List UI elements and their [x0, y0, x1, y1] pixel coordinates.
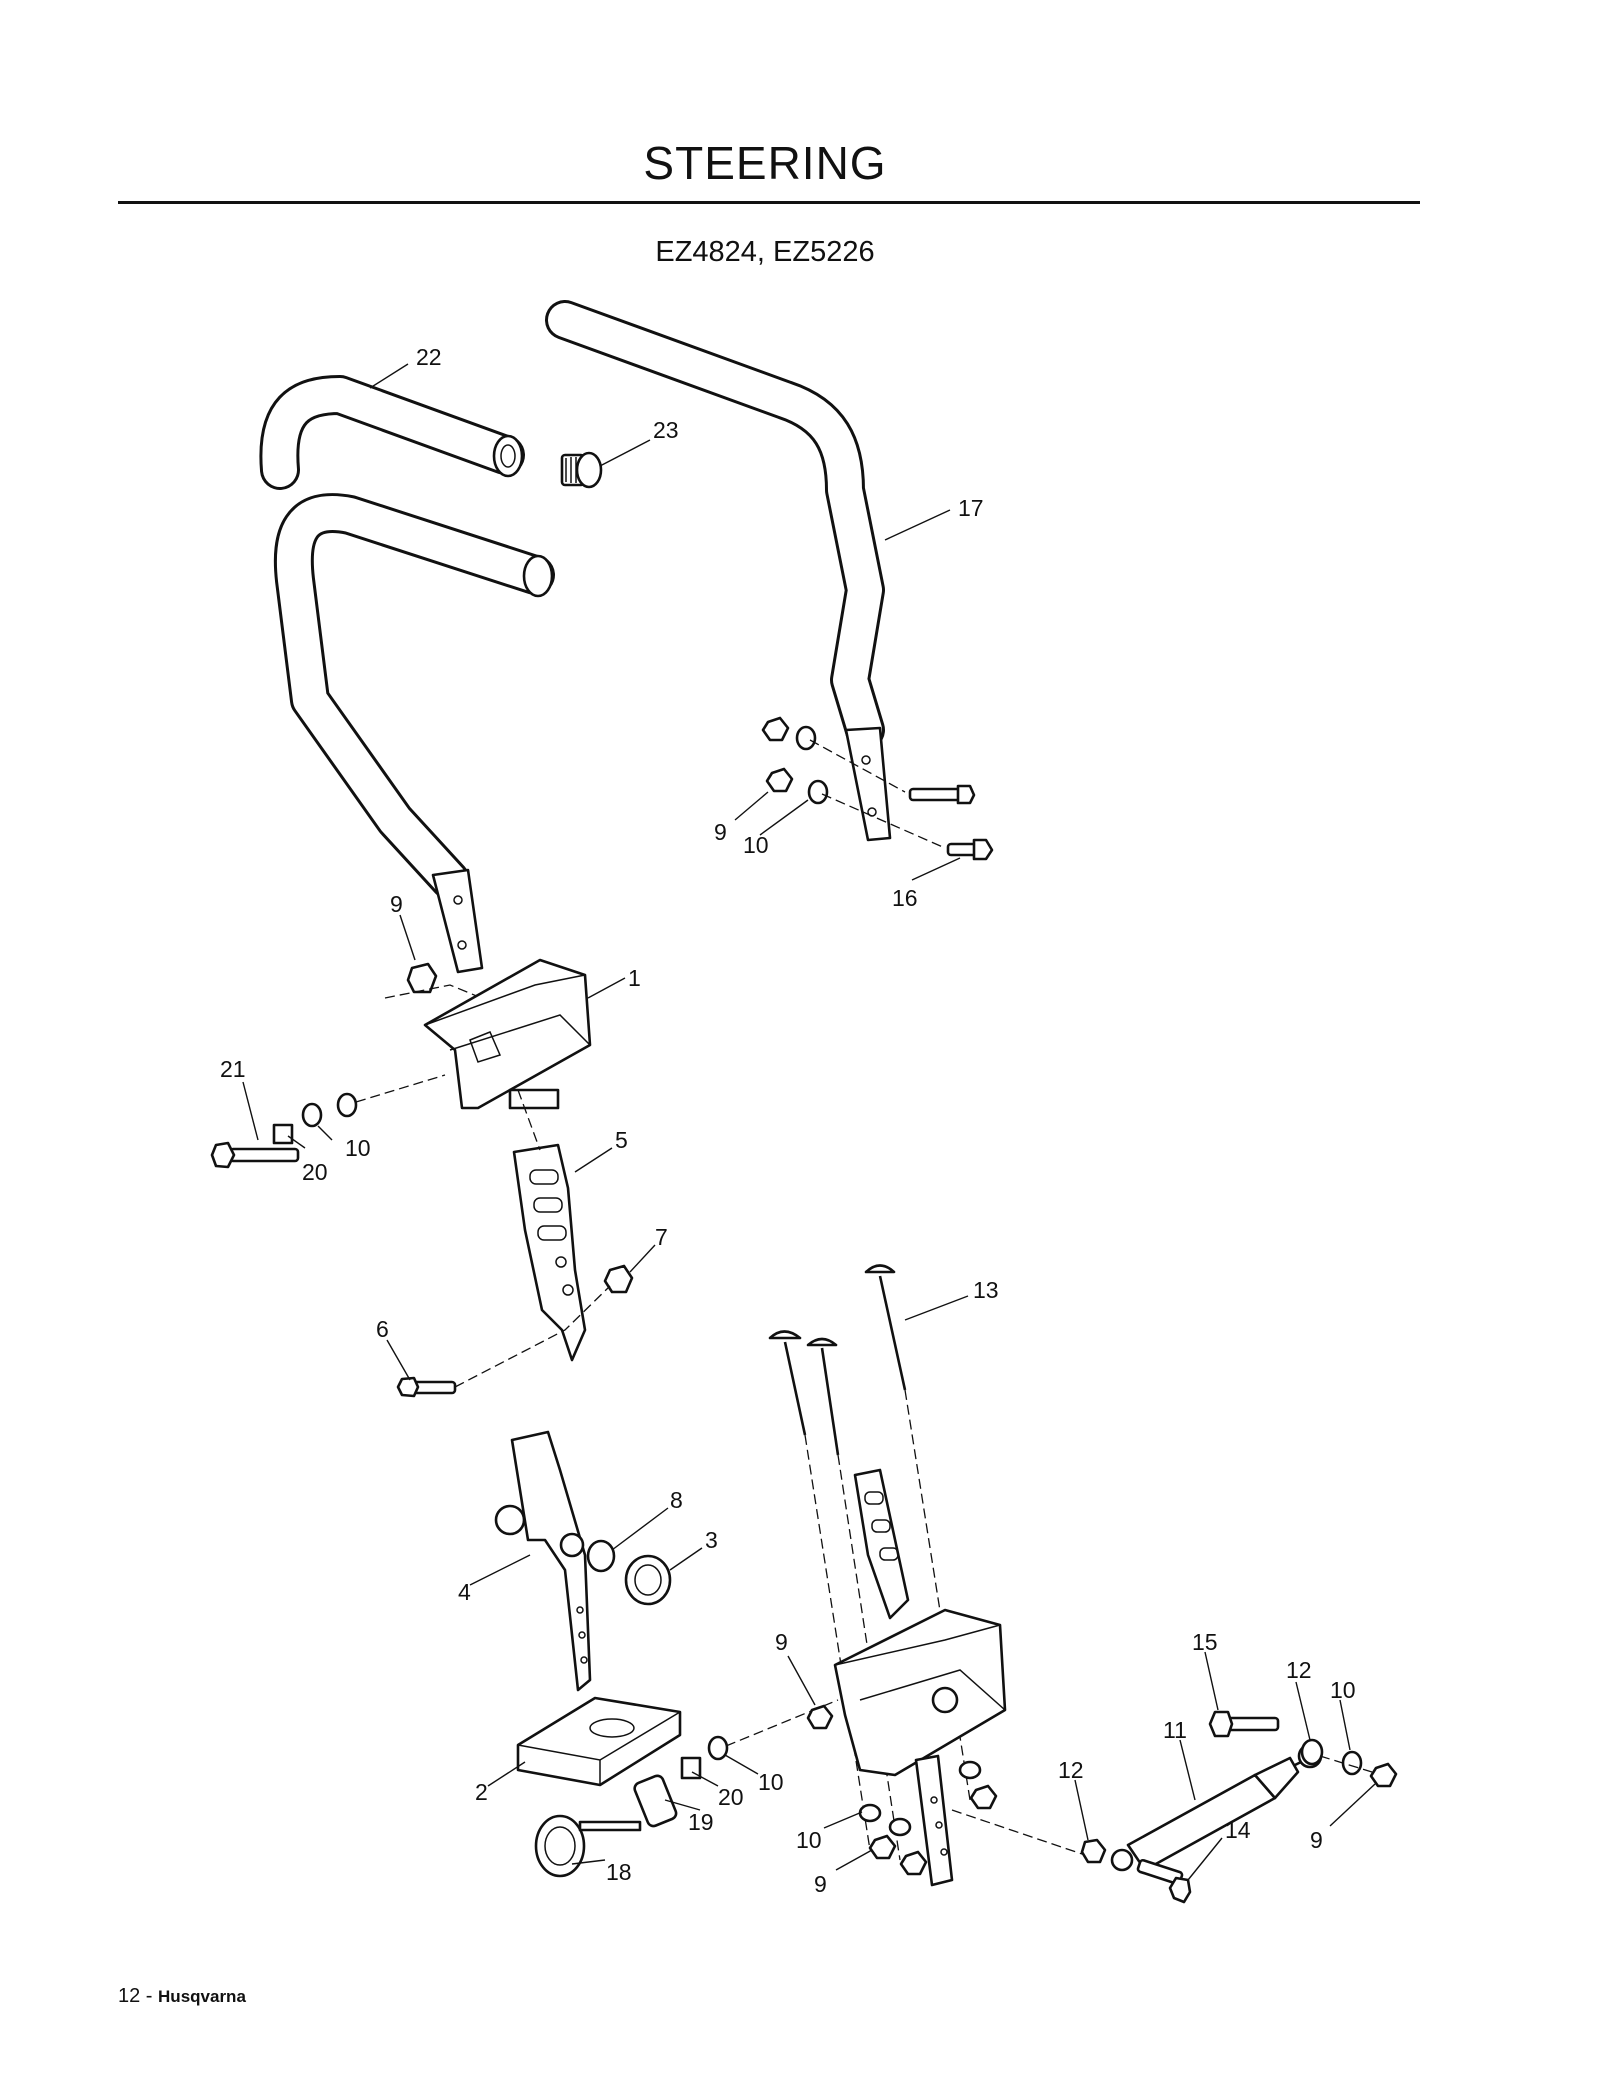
part-2-base: [516, 1696, 682, 1787]
part-6-bolt: [396, 1285, 611, 1398]
part-7-nut: [603, 1264, 634, 1294]
part-17-right-control-arm: [545, 300, 892, 842]
callout-5: 5: [615, 1127, 628, 1153]
callout-18: 18: [606, 1859, 632, 1885]
callout-10-damper: 10: [1330, 1677, 1356, 1703]
right-mount-fasteners: [806, 1704, 1086, 1876]
callout-9-right-arm: 9: [714, 819, 727, 845]
callout-15: 15: [1192, 1629, 1218, 1655]
callout-3: 3: [705, 1527, 718, 1553]
callout-9-center: 9: [775, 1629, 788, 1655]
callout-8: 8: [670, 1487, 683, 1513]
callout-10-mount: 10: [796, 1827, 822, 1853]
part-10-washer: [707, 1735, 729, 1761]
callout-1: 1: [628, 965, 641, 991]
callout-20-left: 20: [302, 1159, 328, 1185]
callout-7: 7: [655, 1224, 668, 1250]
part-1-steering-mount: [423, 958, 592, 1110]
part-9-nut-right: [1369, 1762, 1398, 1788]
callout-6: 6: [376, 1316, 389, 1342]
callout-12-upper: 12: [1286, 1657, 1312, 1683]
model-subtitle: EZ4824, EZ5226: [655, 236, 875, 268]
callout-9-mount: 9: [390, 891, 403, 917]
callout-4: 4: [458, 1579, 471, 1605]
part-3-bushing: [624, 1554, 672, 1606]
part-10-washer-right: [1341, 1750, 1363, 1776]
callout-11: 11: [1163, 1717, 1187, 1743]
part-5-pivot-plate: [512, 1143, 587, 1362]
part-4-steering-lever: [494, 1430, 592, 1692]
callout-10-lower: 10: [758, 1769, 784, 1795]
right-arm-fasteners: [761, 716, 994, 861]
callout-10-right-arm: 10: [743, 832, 769, 858]
part-11-damper: [1080, 1743, 1323, 1872]
part-21-bolt-assembly: [210, 1074, 446, 1169]
callout-16: 16: [892, 885, 918, 911]
callout-13: 13: [973, 1277, 999, 1303]
part-14-shoulder-bolt: [1136, 1858, 1192, 1904]
part-20-spring: [680, 1756, 702, 1780]
callout-14: 14: [1225, 1817, 1251, 1843]
part-22-handle-grip: [259, 375, 525, 490]
page-number: 12 -: [118, 1985, 159, 2007]
callout-labels: 22 23 17 9 10 16 9 1 21 10 20 5 7 6 13 8…: [220, 344, 1356, 1897]
part-12-ball-joint: [1300, 1738, 1324, 1766]
callout-21: 21: [220, 1056, 246, 1082]
callout-17: 17: [958, 495, 984, 521]
part-8-o-ring: [586, 1539, 616, 1573]
left-control-arm: [273, 493, 555, 974]
callout-9-bottom: 9: [814, 1871, 827, 1897]
leader-lines: [242, 363, 1376, 1881]
page-title: STEERING: [643, 137, 887, 189]
part-19-spacer: [633, 1774, 678, 1828]
callout-12-lower: 12: [1058, 1757, 1084, 1783]
callout-2: 2: [475, 1779, 488, 1805]
part-23-end-plug: [560, 451, 603, 489]
title-rule: [118, 201, 1420, 204]
callout-9-damper: 9: [1310, 1827, 1323, 1853]
callout-22: 22: [416, 344, 442, 370]
page-footer: 12 - Husqvarna: [118, 1985, 246, 2008]
part-9-nut: [406, 962, 438, 994]
brand-name: Husqvarna: [158, 1987, 246, 2006]
assembled-steering-mount: [833, 1468, 1007, 1887]
callout-19: 19: [688, 1809, 714, 1835]
part-18-knob: [534, 1814, 642, 1878]
callout-23: 23: [653, 417, 679, 443]
callout-10-left: 10: [345, 1135, 371, 1161]
callout-20-lower: 20: [718, 1784, 744, 1810]
part-15-shoulder-bolt: [1208, 1710, 1280, 1738]
